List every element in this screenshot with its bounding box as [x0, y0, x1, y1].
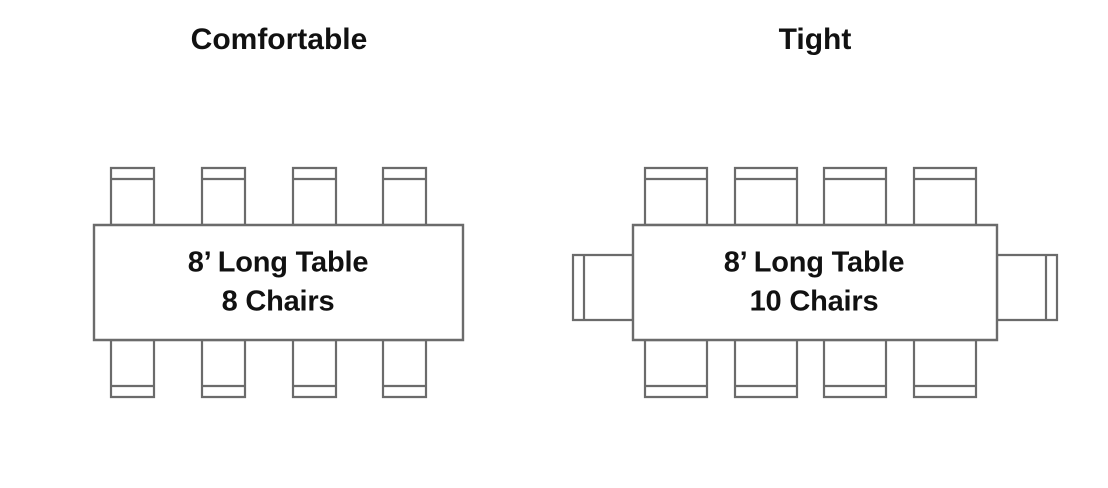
- chair-seat-outline: [824, 168, 886, 225]
- table-label-line-2: 10 Chairs: [750, 286, 879, 318]
- chair-bottom-4: [914, 340, 976, 397]
- chair-seat-outline: [111, 340, 154, 397]
- chair-bottom-2: [735, 340, 797, 397]
- layout-tight: 8’ Long Table 10 Chairs: [573, 168, 1057, 397]
- chair-left-end-1: [573, 255, 633, 320]
- chair-bottom-3: [824, 340, 886, 397]
- chair-top-3: [293, 168, 336, 225]
- chair-seat-outline: [293, 168, 336, 225]
- chair-seat-outline: [645, 340, 707, 397]
- chair-seat-outline: [293, 340, 336, 397]
- chair-seat-outline: [997, 255, 1057, 320]
- chair-bottom-1: [645, 340, 707, 397]
- chair-bottom-1: [111, 340, 154, 397]
- chair-top-2: [735, 168, 797, 225]
- table-top-outline: [633, 225, 997, 340]
- chair-top-4: [914, 168, 976, 225]
- chair-seat-outline: [383, 340, 426, 397]
- chair-right-end-1: [997, 255, 1057, 320]
- table-label-line-1: 8’ Long Table: [724, 247, 905, 279]
- layout-title-tight: Tight: [779, 23, 852, 56]
- chair-seat-outline: [111, 168, 154, 225]
- chair-seat-outline: [202, 168, 245, 225]
- chair-seat-outline: [914, 168, 976, 225]
- chair-top-1: [111, 168, 154, 225]
- chair-seat-outline: [383, 168, 426, 225]
- chair-seat-outline: [735, 340, 797, 397]
- chair-top-2: [202, 168, 245, 225]
- chair-seat-outline: [202, 340, 245, 397]
- chair-seat-outline: [824, 340, 886, 397]
- chair-bottom-2: [202, 340, 245, 397]
- table-label-line-1: 8’ Long Table: [188, 247, 369, 279]
- chair-bottom-4: [383, 340, 426, 397]
- chair-bottom-3: [293, 340, 336, 397]
- layout-comfortable: 8’ Long Table 8 Chairs: [94, 168, 463, 397]
- chair-top-1: [645, 168, 707, 225]
- chair-top-4: [383, 168, 426, 225]
- chair-top-3: [824, 168, 886, 225]
- chair-seat-outline: [645, 168, 707, 225]
- chair-seat-outline: [735, 168, 797, 225]
- layout-title-comfortable: Comfortable: [191, 23, 368, 56]
- table-label-line-2: 8 Chairs: [222, 286, 335, 318]
- chair-seat-outline: [573, 255, 633, 320]
- table-top-outline: [94, 225, 463, 340]
- chair-seat-outline: [914, 340, 976, 397]
